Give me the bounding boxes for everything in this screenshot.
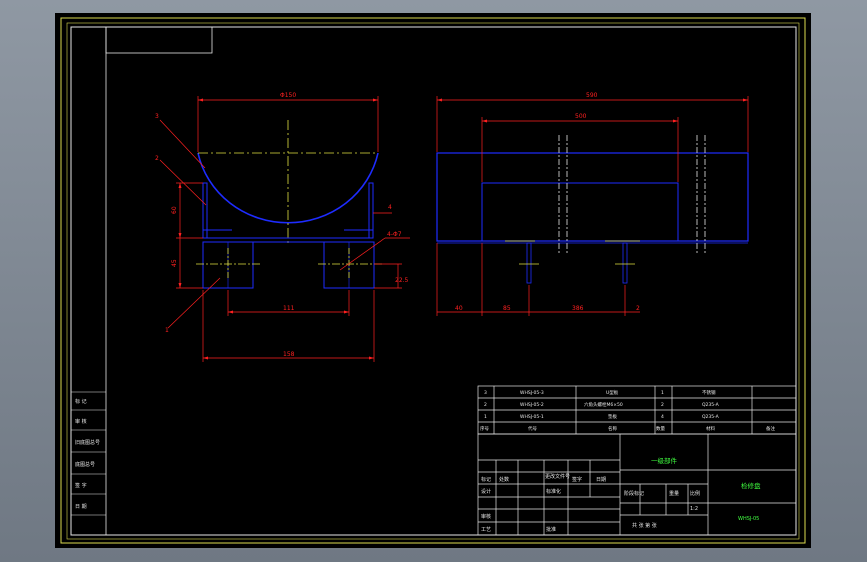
label-part-2: 2 bbox=[155, 155, 159, 162]
dim-left-margin: 40 bbox=[455, 305, 463, 312]
side-label-mark: 标 记 bbox=[75, 398, 87, 405]
dim-offset: 22.5 bbox=[395, 277, 409, 284]
tb-design: 设计 bbox=[481, 488, 491, 495]
dim-inner-length: 500 bbox=[575, 113, 587, 120]
bom-r1-name: U型板 bbox=[606, 389, 619, 396]
front-dimensions bbox=[159, 96, 410, 362]
tb-scale: 比例 bbox=[690, 490, 700, 497]
tb-weight: 重量 bbox=[669, 490, 679, 497]
tb-mark: 标记 bbox=[481, 476, 491, 483]
tb-drawing-code: WHSJ-05 bbox=[738, 516, 759, 522]
tb-part-name: 一级部件 bbox=[651, 456, 678, 465]
side-label-date: 日 期 bbox=[75, 504, 87, 510]
dim-top-diameter: Φ150 bbox=[280, 92, 296, 99]
top-left-code-box bbox=[105, 26, 213, 54]
side-bolt-left bbox=[526, 242, 532, 284]
bom-r3-name: 垫板 bbox=[608, 413, 617, 420]
title-block bbox=[477, 433, 797, 536]
side-inner-body bbox=[481, 182, 679, 242]
dim-span-386: 386 bbox=[572, 305, 584, 312]
leader-part-2 bbox=[159, 159, 207, 206]
dim-holes: 4-Φ7 bbox=[387, 231, 402, 238]
tb-approve: 批准 bbox=[546, 526, 556, 533]
side-table bbox=[71, 391, 106, 516]
bom-h-no: 序号 bbox=[480, 425, 489, 432]
side-label-review: 审 核 bbox=[75, 418, 87, 425]
side-label-sign: 签 字 bbox=[75, 482, 87, 489]
tb-scale-value: 1:2 bbox=[690, 506, 698, 512]
drawing-frame bbox=[70, 26, 797, 536]
tb-date: 日期 bbox=[596, 477, 606, 483]
dim-thickness-4: 4 bbox=[388, 204, 392, 211]
bom-r1-qty: 1 bbox=[661, 390, 664, 396]
dim-height-45: 45 bbox=[171, 259, 178, 267]
bom-r3-code: WHSJ-05-1 bbox=[520, 414, 544, 420]
bom-h-mat: 材料 bbox=[706, 425, 715, 432]
side-bolt-right bbox=[622, 242, 628, 284]
tb-change-doc: 更改文件号 bbox=[545, 473, 570, 480]
side-view bbox=[436, 135, 749, 284]
bom-r3-no: 1 bbox=[484, 414, 487, 420]
leader-part-3 bbox=[159, 119, 206, 169]
dim-right-gap: 2 bbox=[636, 305, 640, 312]
bom-h-qty: 数量 bbox=[656, 425, 665, 432]
side-label-old-base: 旧底图总号 bbox=[75, 439, 100, 446]
tb-sign: 签字 bbox=[572, 476, 582, 483]
tb-process: 工艺 bbox=[481, 527, 491, 533]
side-label-base: 底图总号 bbox=[75, 461, 95, 468]
trough-arc bbox=[197, 152, 379, 224]
bom-h-name: 名称 bbox=[608, 425, 617, 432]
tb-drawing-name: 检修盘 bbox=[741, 481, 761, 490]
bom-r2-mat: Q235-A bbox=[702, 402, 720, 408]
side-dimensions bbox=[436, 96, 749, 316]
front-view bbox=[196, 120, 382, 289]
tb-sheets: 共 张 第 张 bbox=[632, 522, 657, 529]
bom-r2-code: WHSJ-05-2 bbox=[520, 402, 544, 408]
bom-r3-qty: 4 bbox=[661, 414, 664, 420]
bom-r1-code: WHSJ-05-3 bbox=[520, 390, 544, 396]
leader-part-1 bbox=[167, 277, 221, 329]
label-part-1: 1 bbox=[165, 327, 169, 334]
bom-r1-no: 3 bbox=[484, 390, 487, 396]
dim-left-offset: 85 bbox=[503, 305, 511, 312]
outer-frame bbox=[60, 17, 806, 544]
drawing-sheet bbox=[55, 13, 811, 548]
dim-overall-length: 590 bbox=[586, 92, 598, 99]
dim-height-60: 60 bbox=[171, 206, 178, 214]
tb-standard: 标准化 bbox=[546, 488, 561, 495]
bom-r2-qty: 2 bbox=[661, 402, 664, 408]
bom-h-code: 代号 bbox=[528, 425, 537, 432]
tb-review: 审核 bbox=[481, 513, 491, 520]
inner-border-line bbox=[66, 22, 800, 540]
tb-count: 处数 bbox=[499, 476, 509, 483]
dim-base-width: 158 bbox=[283, 351, 295, 358]
bom-r2-name: 六角头螺栓M6×50 bbox=[584, 401, 623, 408]
tb-stage: 阶段标记 bbox=[624, 490, 644, 497]
bom-table bbox=[477, 385, 797, 435]
label-part-3: 3 bbox=[155, 113, 159, 120]
bom-r1-mat: 不锈钢 bbox=[702, 389, 716, 396]
bom-h-note: 备注 bbox=[766, 425, 775, 432]
bom-r3-mat: Q235-A bbox=[702, 414, 720, 420]
leader-holes bbox=[339, 237, 386, 271]
bom-r2-no: 2 bbox=[484, 402, 487, 408]
dim-center-span: 111 bbox=[283, 305, 295, 312]
